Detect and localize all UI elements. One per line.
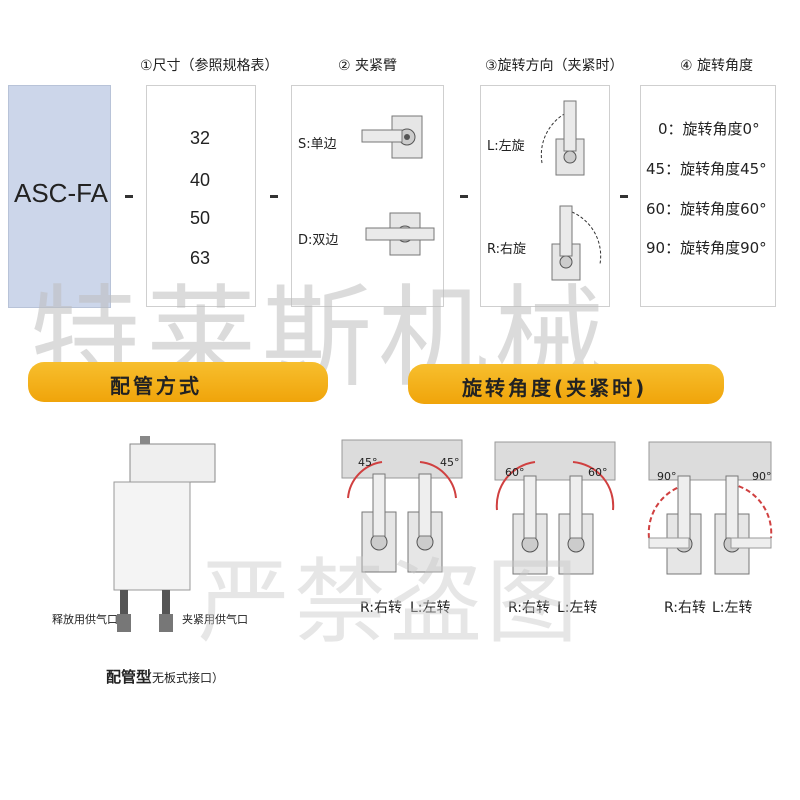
size-box xyxy=(146,85,256,307)
size-value: 40 xyxy=(190,170,211,190)
angle-label: 45° xyxy=(440,456,460,469)
model-code-box xyxy=(8,85,111,308)
clamp-port-label: 夹紧用供气口 xyxy=(182,613,248,626)
left-rotation-icon xyxy=(540,100,585,176)
right-turn-label: R:右转 xyxy=(664,600,707,616)
right-rotation-icon xyxy=(551,205,602,281)
angle-box xyxy=(640,85,776,307)
banner-piping xyxy=(28,362,328,402)
banner-rotation xyxy=(408,364,724,404)
header-clamp-arm: ② 夹紧臂 xyxy=(338,58,398,74)
banner-rotation-text: 旋转角度(夹紧时) xyxy=(462,376,648,400)
left-turn-label: L:左转 xyxy=(712,600,753,616)
header-rotation-angle: ④ 旋转角度 xyxy=(680,58,754,74)
single-arm-icon xyxy=(361,115,423,159)
angle-option: 90：旋转角度90° xyxy=(646,239,767,257)
header-size: ①尺寸（参照规格表） xyxy=(140,58,279,74)
double-arm-icon xyxy=(365,212,435,256)
angle-label: 60° xyxy=(588,466,608,479)
arm-double-label: D:双边 xyxy=(298,233,339,248)
size-value: 63 xyxy=(190,248,211,268)
direction-right-label: R:右旋 xyxy=(487,242,527,257)
separator-dash xyxy=(125,195,133,198)
angle-label: 60° xyxy=(505,466,525,479)
direction-left-label: L:左旋 xyxy=(487,139,525,154)
arm-single-label: S:单边 xyxy=(298,137,337,152)
angle-option: 0：旋转角度0° xyxy=(658,120,760,138)
separator-dash xyxy=(270,195,278,198)
left-turn-label: L:左转 xyxy=(410,600,451,616)
release-port-label: 释放用供气口 xyxy=(52,613,118,626)
model-code: ASC-FA xyxy=(14,178,108,208)
left-turn-label: L:左转 xyxy=(557,600,598,616)
header-rotation-direction: ③旋转方向（夹紧时） xyxy=(485,58,624,74)
separator-dash xyxy=(620,195,628,198)
banner-piping-text: 配管方式 xyxy=(110,374,202,398)
angle-label: 45° xyxy=(358,456,378,469)
right-turn-label: R:右转 xyxy=(508,600,551,616)
angle-option: 45：旋转角度45° xyxy=(646,160,767,178)
direction-box xyxy=(480,85,610,307)
angle-label: 90° xyxy=(657,470,677,483)
angle-label: 90° xyxy=(752,470,772,483)
piping-type-title: 配管型 xyxy=(106,668,152,686)
size-value: 50 xyxy=(190,208,211,228)
size-value: 32 xyxy=(190,128,211,148)
separator-dash xyxy=(460,195,468,198)
rotation-diagram-45 xyxy=(341,439,463,573)
cylinder-drawing xyxy=(113,436,216,632)
watermark-secondary: 严禁盗图 xyxy=(198,549,583,656)
right-turn-label: R:右转 xyxy=(360,600,403,616)
piping-type-note: （无板式接口） xyxy=(140,671,225,685)
rotation-diagram-90 xyxy=(647,441,773,575)
rotation-diagram-60 xyxy=(494,441,616,575)
angle-option: 60：旋转角度60° xyxy=(646,200,767,218)
